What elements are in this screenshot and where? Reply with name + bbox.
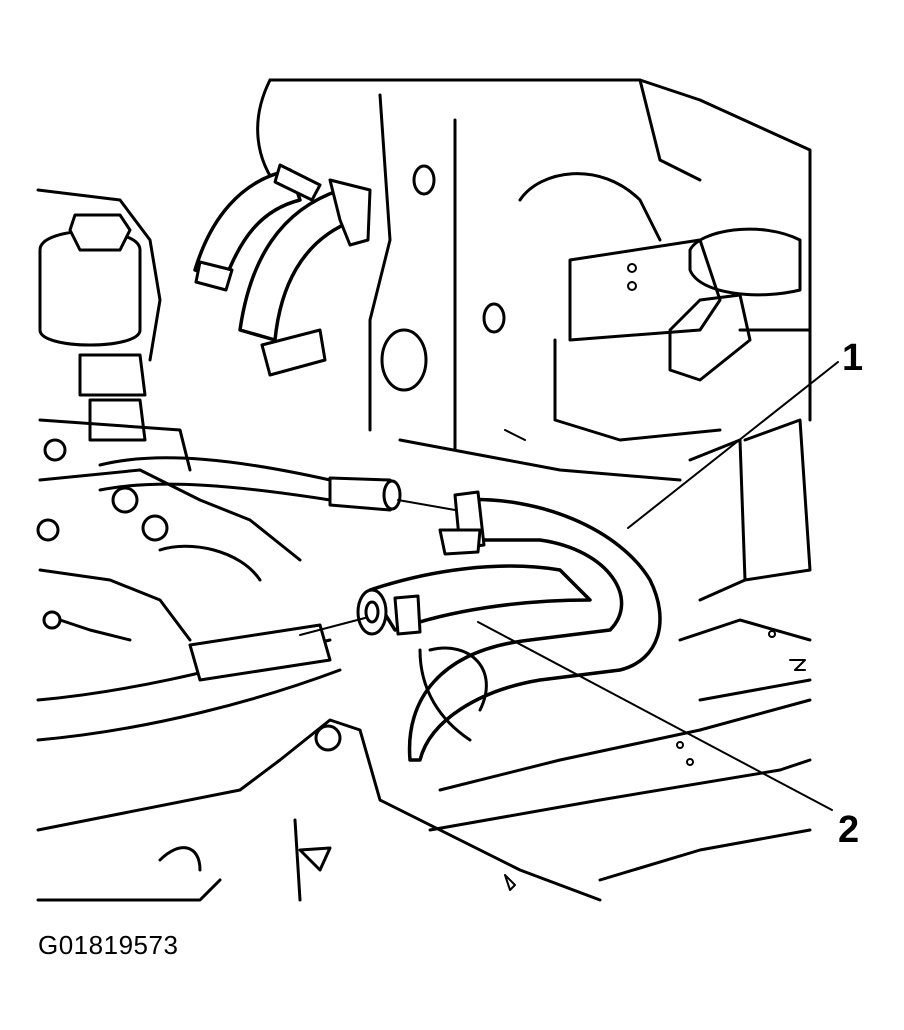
coolant-pipes: [36, 456, 402, 742]
lower-heater-hose: [356, 564, 592, 742]
leader-dash-1: [397, 499, 456, 511]
lower-frame-structure: [36, 618, 812, 902]
callout-1-label: 1: [842, 337, 863, 379]
upper-hoses: [193, 163, 372, 377]
engine-block-structure: [256, 78, 812, 602]
valve-assembly: [36, 188, 302, 642]
leader-line-2: [477, 621, 833, 811]
main-heater-hose: [407, 490, 662, 762]
callout-leaders: [299, 361, 839, 811]
callout-2-label: 2: [838, 809, 859, 851]
leader-line-1: [627, 361, 839, 529]
leader-dash-2: [299, 617, 366, 636]
figure-id-label: G01819573: [38, 930, 179, 960]
